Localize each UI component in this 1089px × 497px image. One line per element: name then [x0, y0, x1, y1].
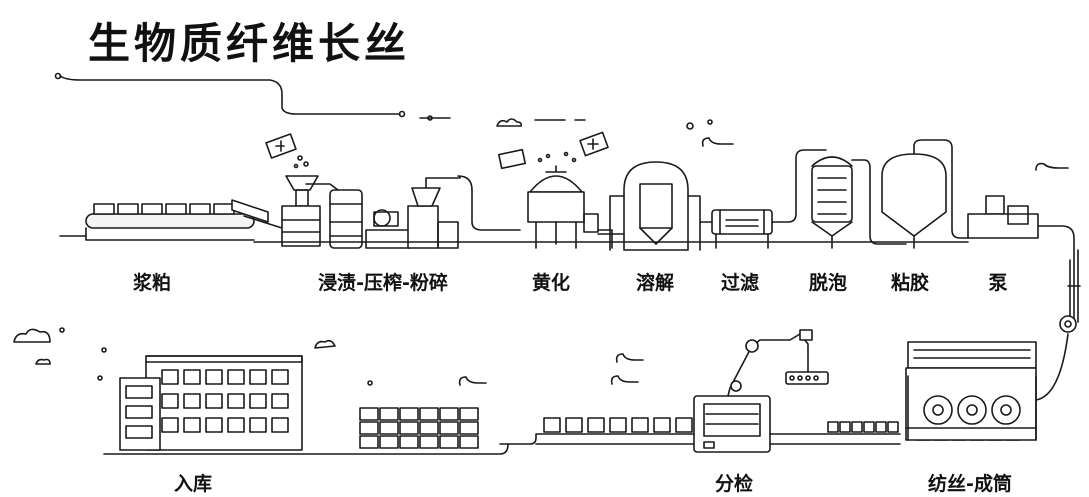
warehouse-window	[249, 417, 267, 433]
box	[631, 417, 649, 433]
cloud-icon	[13, 327, 107, 381]
box	[379, 421, 399, 435]
spinning-machine	[905, 333, 1069, 441]
warehouse-window	[205, 393, 223, 409]
box	[379, 435, 399, 449]
box	[439, 435, 459, 449]
robot-arm	[727, 329, 829, 397]
pulp-bale	[189, 203, 211, 215]
page-title: 生物质纤维长丝	[88, 19, 411, 68]
box	[653, 417, 671, 433]
warehouse-window	[271, 393, 289, 409]
warehouse-window	[125, 405, 153, 419]
step-label-spinning: 纺丝-成筒	[928, 473, 1012, 495]
step-label-degas: 脱泡	[808, 272, 848, 294]
dissolving-tank	[609, 161, 701, 251]
stored-boxes	[359, 407, 479, 449]
step-label-xanthation: 黄化	[531, 272, 571, 294]
pipe	[103, 443, 509, 455]
box	[399, 421, 419, 435]
bobbin	[863, 421, 875, 433]
box	[359, 435, 379, 449]
step-label-pump: 泵	[988, 272, 1008, 294]
cloud-icon	[496, 118, 586, 127]
box	[565, 417, 583, 433]
box	[379, 407, 399, 421]
sorting-conveyor	[499, 395, 771, 453]
step-label-filter: 过滤	[720, 272, 760, 294]
warehouse-window	[161, 417, 179, 433]
warehouse-window	[161, 369, 179, 385]
warehouse-window	[205, 369, 223, 385]
box	[459, 421, 479, 435]
bobbin	[875, 421, 887, 433]
pump-unit	[967, 195, 1081, 333]
box	[419, 435, 439, 449]
bobbin	[827, 421, 839, 433]
warehouse-window	[125, 425, 153, 439]
warehouse-window	[183, 393, 201, 409]
pulp-bale	[213, 203, 235, 215]
warehouse-window	[227, 369, 245, 385]
box	[439, 407, 459, 421]
box	[419, 421, 439, 435]
step-label-storage: 入库	[173, 473, 213, 495]
box	[459, 407, 479, 421]
warehouse-window	[183, 369, 201, 385]
box	[399, 407, 419, 421]
step-label-dissolve: 溶解	[635, 272, 675, 294]
box	[419, 407, 439, 421]
warehouse-building	[119, 355, 303, 451]
box	[587, 417, 605, 433]
cloud-icon	[686, 119, 734, 147]
cloud-icon	[458, 353, 644, 386]
pulp-conveyor	[85, 199, 283, 241]
step-label-sorting: 分检	[714, 473, 754, 495]
box	[359, 421, 379, 435]
step-label-steep: 浸渍-压榨-粉碎	[318, 272, 448, 294]
box	[675, 417, 693, 433]
warehouse-window	[183, 417, 201, 433]
warehouse-window	[125, 385, 153, 399]
pulp-bale	[141, 203, 163, 215]
warehouse-window	[271, 417, 289, 433]
cloud-icon	[314, 339, 373, 386]
cloud-icon	[1035, 162, 1069, 171]
bobbin	[887, 421, 899, 433]
bobbin	[839, 421, 851, 433]
box	[359, 407, 379, 421]
warehouse-window	[249, 369, 267, 385]
warehouse-window	[161, 393, 179, 409]
box	[459, 435, 479, 449]
warehouse-window	[227, 393, 245, 409]
pulp-bale	[117, 203, 139, 215]
filter-unit	[699, 149, 827, 249]
pulp-bale	[165, 203, 187, 215]
bobbin	[851, 421, 863, 433]
warehouse-window	[249, 393, 267, 409]
warehouse-window	[205, 417, 223, 433]
viscose-tank	[881, 139, 969, 249]
degassing-column	[811, 156, 907, 249]
pulp-bale	[93, 203, 115, 215]
steeping-press-machine	[265, 133, 521, 249]
title-swoosh	[54, 72, 451, 121]
box	[399, 435, 419, 449]
box	[609, 417, 627, 433]
xanthation-reactor	[498, 131, 613, 249]
warehouse-window	[271, 369, 289, 385]
box	[439, 421, 459, 435]
step-label-pulp: 浆粕	[132, 272, 172, 294]
warehouse-window	[227, 417, 245, 433]
step-label-viscose: 粘胶	[890, 272, 930, 294]
box	[543, 417, 561, 433]
